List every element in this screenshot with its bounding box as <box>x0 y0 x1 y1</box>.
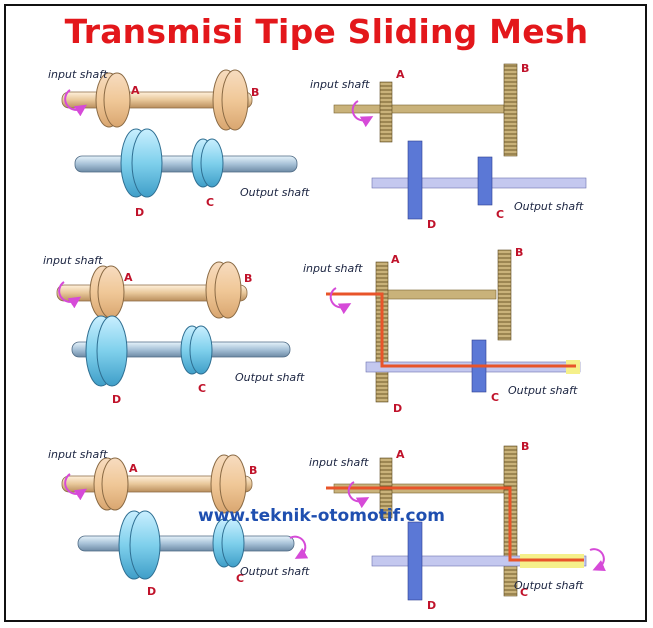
row2-gear-c-label: C <box>198 382 206 395</box>
row2-input-shaft-label: input shaft <box>43 254 103 267</box>
row2-schem-gear-a-label: A <box>391 253 400 266</box>
row1-schem-gear-b-label: B <box>521 62 529 75</box>
row1-output-shaft-label: Output shaft <box>240 186 310 199</box>
row3-gear-a-label: A <box>129 462 138 475</box>
row3-schematic <box>326 445 606 601</box>
row3-gear-b-label: B <box>249 464 257 477</box>
row1-schem-gear-c-label: C <box>496 208 504 221</box>
row1-schem-gear-d-label: D <box>427 218 436 231</box>
row2-3d-drawing <box>56 261 291 387</box>
row1-input-shaft-label: input shaft <box>48 68 108 81</box>
row2-schematic <box>326 249 581 403</box>
row3-schem-gear-d-label: D <box>427 599 436 612</box>
row3-schem-gear-c-label: C <box>520 586 528 599</box>
row2-schem-output-shaft-label: Output shaft <box>508 384 578 397</box>
row2-schem-gear-b-label: B <box>515 246 523 259</box>
row3-schem-gear-a-label: A <box>396 448 405 461</box>
row2-gear-a-label: A <box>124 271 133 284</box>
row3-schem-input-shaft-label: input shaft <box>309 456 369 469</box>
row2-schem-gear-c-label: C <box>491 391 499 404</box>
row2-power-flow-line <box>326 292 576 368</box>
row3-gear-c-label: C <box>236 572 244 585</box>
row3-power-flow-line <box>326 486 584 562</box>
row1-gear-b-label: B <box>251 86 259 99</box>
row1-gear-a-label: A <box>131 84 140 97</box>
row3-output-shaft-label: Output shaft <box>240 565 310 578</box>
row2-gear-b-label: B <box>244 272 252 285</box>
diagram-title: Transmisi Tipe Sliding Mesh <box>64 12 589 51</box>
row1-schem-input-shaft-label: input shaft <box>310 78 370 91</box>
row3-3d-drawing <box>61 454 309 580</box>
row2-gear-d-label: D <box>112 393 121 406</box>
row1-schematic <box>333 63 587 220</box>
row2-schem-input-shaft-label: input shaft <box>303 262 363 275</box>
row1-schem-gear-a-label: A <box>396 68 405 81</box>
row1-gear-d-label: D <box>135 206 144 219</box>
row2-schem-gear-d-label: D <box>393 402 402 415</box>
row1-3d-drawing <box>61 69 298 198</box>
row2-output-shaft-label: Output shaft <box>235 371 305 384</box>
row3-input-shaft-label: input shaft <box>48 448 108 461</box>
row1-schem-output-shaft-label: Output shaft <box>514 200 584 213</box>
row1-gear-c-label: C <box>206 196 214 209</box>
row3-schem-gear-b-label: B <box>521 440 529 453</box>
row3-schem-output-shaft-label: Output shaft <box>514 579 584 592</box>
row3-gear-d-label: D <box>147 585 156 598</box>
watermark: www.teknik-otomotif.com <box>198 506 445 526</box>
